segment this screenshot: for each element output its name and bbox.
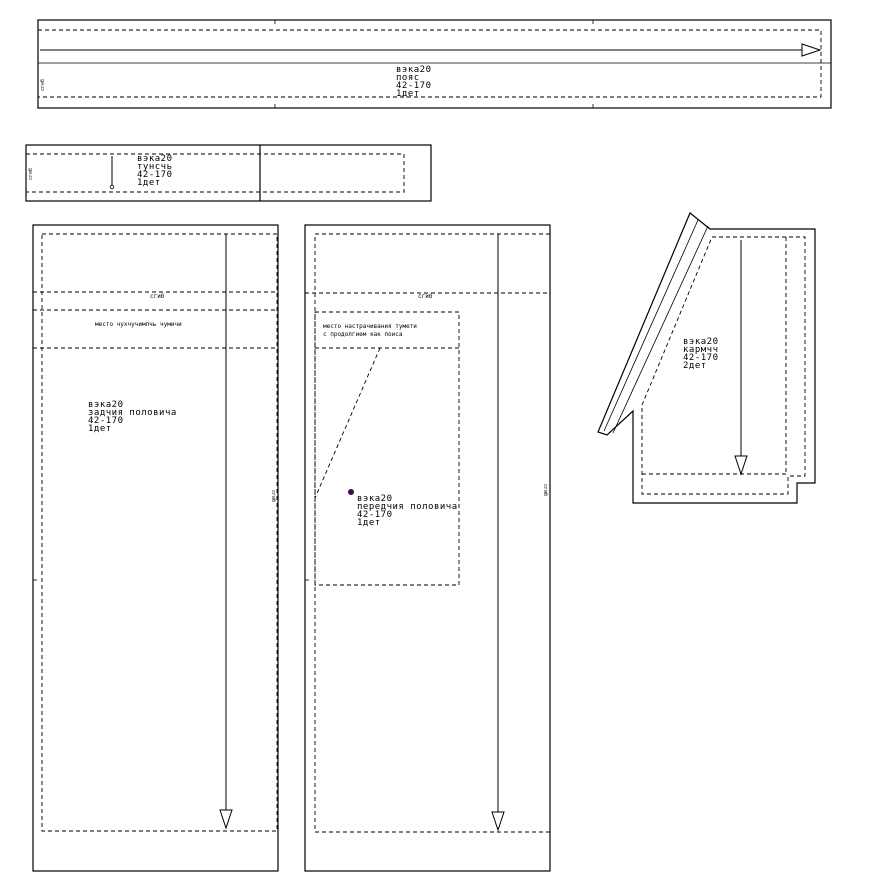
pocket-label-line-3: 42-170 (683, 353, 719, 363)
belt-piece[interactable]: сгиб вэка20 пояс 42-170 1дет (37, 19, 832, 109)
front-label-line-3: 42-170 (357, 510, 393, 520)
belt-cut-line (37, 19, 832, 109)
belt-grainline-arrow (40, 43, 822, 57)
loop-cut-line (25, 144, 432, 202)
loop-side-mark: сгиб (27, 168, 34, 180)
loop-label-line-3: 42-170 (137, 170, 173, 180)
back-band-label: место чухчучимпчь чумичи (95, 321, 182, 328)
back-cut-line (32, 224, 279, 872)
back-piece[interactable]: сгиб место чухчучимпчь чумичи сгиб вэка2… (32, 224, 279, 872)
front-pocket-slant (314, 347, 381, 499)
pocket-grainline-arrow (734, 240, 748, 476)
front-pocket-label-1: место настрачивания тумети (323, 323, 417, 330)
front-grainline-arrow (491, 234, 505, 832)
back-side-mark: сгиб (270, 490, 277, 502)
front-marker-dot (348, 489, 354, 495)
belt-label-line-4: 1дет (396, 89, 420, 99)
back-label-line-3: 42-170 (88, 416, 124, 426)
pocket-piece[interactable]: вэка20 кармчч 42-170 2дет (597, 212, 816, 504)
belt-side-mark: сгиб (39, 79, 46, 91)
front-label-line-2: передчия половича (357, 502, 458, 512)
loop-label-line-2: тунсчь (137, 162, 173, 172)
belt-label-line-1: вэка20 (396, 65, 432, 75)
back-grainline-arrow (219, 234, 233, 830)
pocket-label-line-2: кармчч (683, 345, 719, 355)
front-fold-label: сгиб (418, 293, 433, 300)
loop-label-line-4: 1дет (137, 178, 161, 188)
back-label-line-1: вэка20 (88, 400, 124, 410)
pocket-label-line-4: 2дет (683, 361, 707, 371)
pocket-seam-line (641, 236, 806, 495)
pocket-label-line-1: вэка20 (683, 337, 719, 347)
back-fold-label: сгиб (150, 293, 165, 300)
pocket-cut-line (597, 212, 816, 504)
front-side-mark: сгиб (542, 484, 549, 496)
front-label-line-1: вэка20 (357, 494, 393, 504)
front-piece[interactable]: сгиб место настрачивания тумети с продол… (304, 224, 551, 872)
belt-label-line-3: 42-170 (396, 81, 432, 91)
back-seam-line (41, 233, 278, 832)
loop-label-line-1: вэка20 (137, 154, 173, 164)
front-pocket-label-2: с продолгием как поиса (323, 331, 403, 338)
belt-label-line-2: пояс (396, 73, 420, 83)
back-label-line-4: 1дет (88, 424, 112, 434)
back-label-line-2: задчия половича (88, 408, 177, 418)
loop-seam-line (25, 153, 405, 193)
loop-piece[interactable]: сгиб вэка20 тунсчь 42-170 1дет (25, 144, 432, 202)
front-label-line-4: 1дет (357, 518, 381, 528)
loop-grainline-arrow (109, 156, 115, 190)
front-pocket-placement (314, 311, 460, 586)
front-cut-line (304, 224, 551, 872)
belt-seam-line (37, 29, 822, 98)
